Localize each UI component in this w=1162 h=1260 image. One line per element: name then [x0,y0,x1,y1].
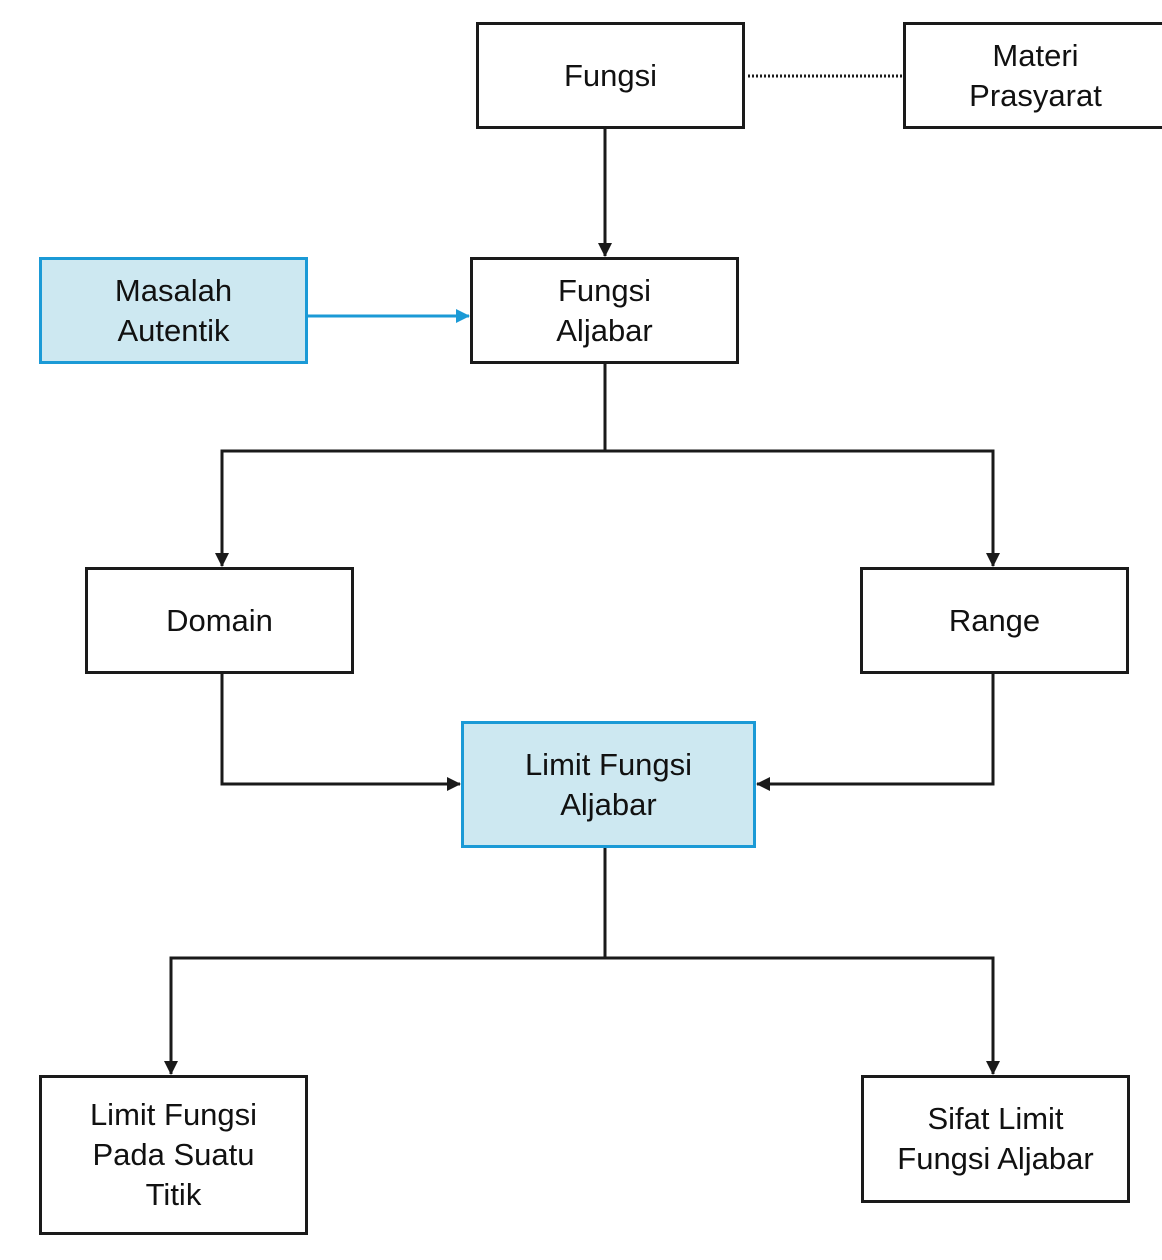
node-domain: Domain [85,567,354,674]
node-range: Range [860,567,1129,674]
node-masalah-autentik: Masalah Autentik [39,257,308,364]
node-label: Masalah Autentik [114,272,233,348]
node-label: Range [948,602,1041,638]
edge-fungsi-aljabar-to-range [605,449,1000,567]
node-materi-prasyarat: Materi Prasyarat [903,22,1162,129]
node-limit-fungsi-aljabar: Limit Fungsi Aljabar [461,721,756,848]
node-fungsi-aljabar: Fungsi Aljabar [470,257,739,364]
edge-range-to-limit [756,674,995,791]
node-label: Limit Fungsi Pada Suatu Titik [89,1097,258,1212]
node-sifat-limit-fungsi-aljabar: Sifat Limit Fungsi Aljabar [861,1075,1130,1203]
node-label: Fungsi [563,57,658,93]
node-fungsi: Fungsi [476,22,745,129]
node-label: Limit Fungsi Aljabar [524,746,693,822]
node-limit-pada-suatu-titik: Limit Fungsi Pada Suatu Titik [39,1075,308,1235]
node-label: Materi Prasyarat [969,37,1102,113]
node-label: Domain [166,602,273,638]
edge-fungsi-aljabar-to-domain [215,449,605,567]
edge-domain-to-limit [220,674,461,791]
edge-limit-to-sifat [605,956,1000,1075]
node-label: Sifat Limit Fungsi Aljabar [897,1101,1094,1176]
edge-limit-to-titik [164,956,605,1075]
node-label: Fungsi Aljabar [556,272,653,348]
